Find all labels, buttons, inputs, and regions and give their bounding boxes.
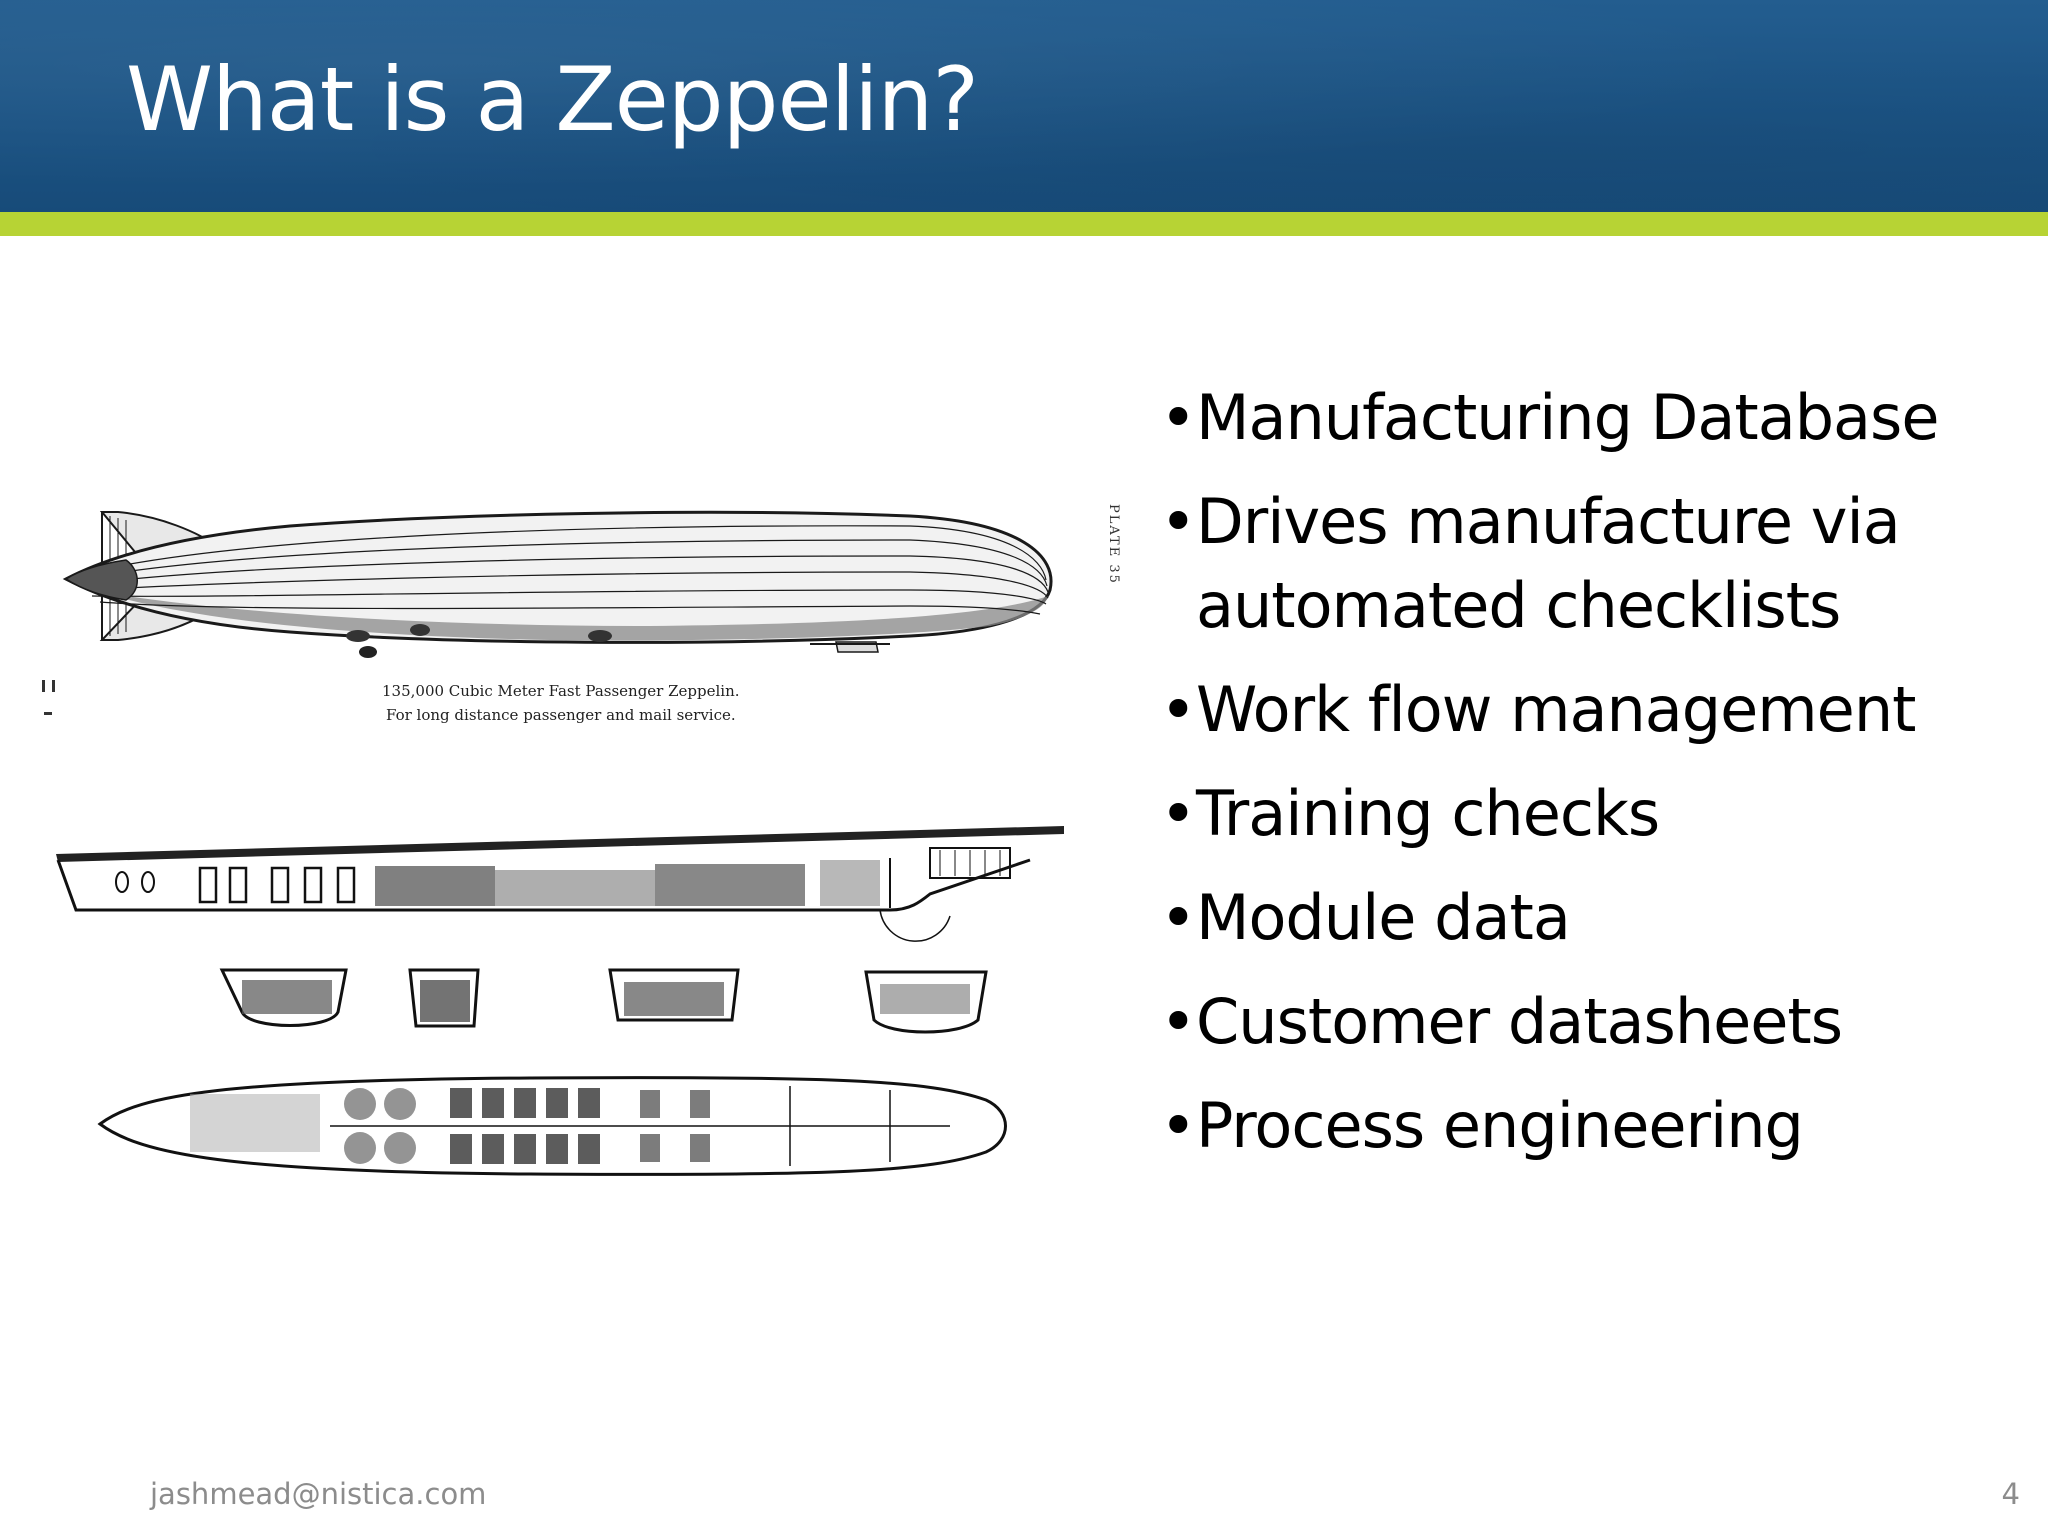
bullet-item: • Work flow management — [1160, 668, 2020, 752]
caption-line-2: For long distance passenger and mail ser… — [386, 706, 736, 724]
scale-marks — [42, 680, 55, 715]
bullet-item: • Module data — [1160, 876, 2020, 960]
cross-sections — [219, 968, 988, 1034]
bullet-item: • Process engineering — [1160, 1084, 2020, 1168]
bullet-marker: • — [1160, 485, 1197, 558]
zeppelin-drawing: PLATE 35 135,000 Cubic Meter Fast Passen… — [42, 504, 1121, 1176]
zeppelin-illustration: PLATE 35 135,000 Cubic Meter Fast Passen… — [30, 440, 1140, 1240]
footer-email: jashmead@nistica.com — [150, 1477, 487, 1511]
bullet-marker: • — [1160, 777, 1197, 850]
bullet-text: Module data — [1196, 881, 1571, 954]
accent-bar — [0, 212, 2048, 236]
bullet-marker: • — [1160, 881, 1197, 954]
bullet-text: Drives manufacture via automated checkli… — [1196, 485, 1901, 642]
bullet-list: • Manufacturing Database • Drives manufa… — [1160, 376, 2020, 1188]
bullet-marker: • — [1160, 985, 1197, 1058]
slide-title: What is a Zeppelin? — [126, 48, 979, 151]
bullet-item: • Drives manufacture via automated check… — [1160, 480, 2020, 648]
bullet-text: Manufacturing Database — [1196, 381, 1939, 454]
title-banner — [0, 0, 2048, 212]
bullet-marker: • — [1160, 673, 1197, 746]
gondola-section — [56, 826, 1064, 942]
bullet-marker: • — [1160, 1089, 1197, 1162]
bullet-text: Process engineering — [1196, 1089, 1804, 1162]
bullet-marker: • — [1160, 381, 1197, 454]
airship-profile — [62, 510, 1053, 658]
bullet-text: Training checks — [1196, 777, 1660, 850]
bullet-text: Customer datasheets — [1196, 985, 1843, 1058]
plate-label: PLATE 35 — [1106, 504, 1121, 585]
bullet-item: • Training checks — [1160, 772, 2020, 856]
bullet-item: • Customer datasheets — [1160, 980, 2020, 1064]
bullet-text: Work flow management — [1196, 673, 1916, 746]
page-number: 4 — [2001, 1477, 2020, 1511]
caption-line-1: 135,000 Cubic Meter Fast Passenger Zeppe… — [382, 682, 740, 700]
bullet-item: • Manufacturing Database — [1160, 376, 2020, 460]
deck-plan — [97, 1076, 1007, 1176]
